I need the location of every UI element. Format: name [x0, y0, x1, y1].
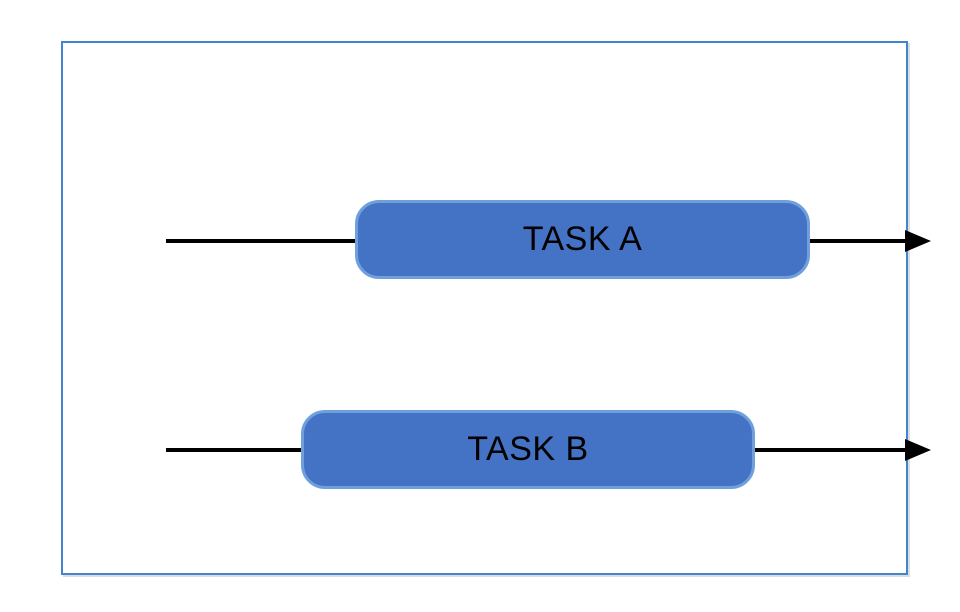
task-a-arrowhead-icon: [905, 230, 931, 252]
task-b-node: TASK B: [301, 410, 755, 489]
task-a-label: TASK A: [522, 220, 643, 258]
task-b-label: TASK B: [467, 430, 589, 468]
task-b-arrowhead-icon: [905, 439, 931, 461]
diagram-frame: TASK A TASK B: [61, 41, 931, 575]
task-a-node: TASK A: [355, 200, 810, 279]
